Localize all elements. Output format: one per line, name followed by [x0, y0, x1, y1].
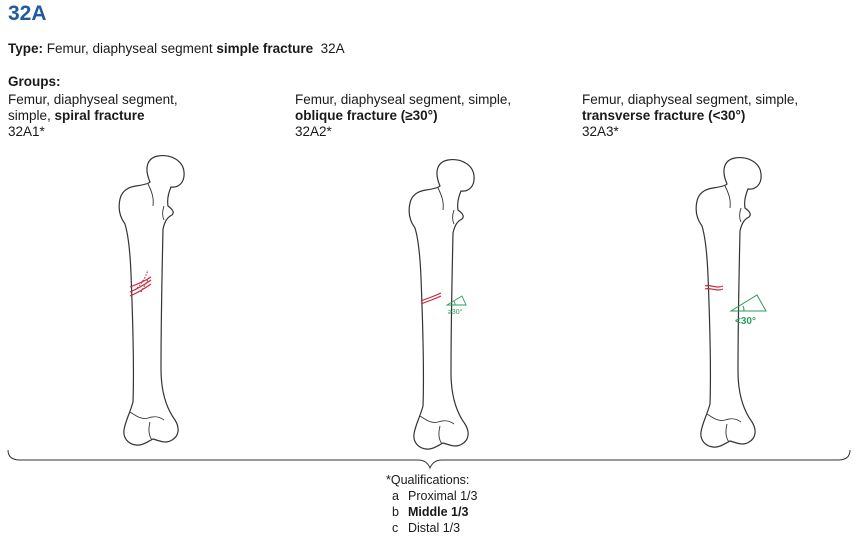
groups-label: Groups: [8, 74, 61, 89]
qualification-distal: c Distal 1/3 [386, 520, 477, 536]
femur-spiral [118, 155, 185, 446]
qualification-letter: a [392, 489, 399, 503]
page-title: 32A [8, 2, 47, 25]
femur-transverse [695, 157, 762, 448]
group-transverse-code: 32A3* [582, 124, 619, 139]
type-label: Type: [8, 41, 44, 56]
group-brace [7, 449, 851, 470]
transverse-angle-label: <30° [735, 316, 756, 327]
qualification-letter: c [392, 521, 399, 535]
oblique-angle-label: ≥30° [448, 308, 463, 316]
group-oblique: Femur, diaphyseal segment, simple, obliq… [295, 92, 555, 140]
group-spiral-line2: simple, spiral fracture [8, 108, 268, 124]
group-spiral-code: 32A1* [8, 124, 45, 139]
qualification-middle: b Middle 1/3 [386, 504, 477, 520]
group-spiral-line1: Femur, diaphyseal segment, [8, 92, 178, 107]
group-oblique-line1: Femur, diaphyseal segment, simple, [295, 92, 512, 107]
type-line: Type: Femur, diaphyseal segment simple f… [8, 41, 345, 56]
spiral-fracture-line [129, 269, 152, 297]
qualification-label: Proximal 1/3 [408, 489, 478, 503]
femur-oblique [408, 159, 475, 450]
type-text: Femur, diaphyseal segment [43, 41, 217, 56]
group-oblique-code: 32A2* [295, 124, 332, 139]
transverse-angle-icon [729, 294, 767, 312]
type-code: 32A [313, 41, 345, 56]
qualification-label: Middle 1/3 [408, 505, 469, 519]
group-spiral-prefix: simple, [8, 108, 55, 123]
group-transverse-line2: transverse fracture (<30°) [582, 108, 842, 124]
group-transverse: Femur, diaphyseal segment, simple, trans… [582, 92, 842, 140]
qualification-proximal: a Proximal 1/3 [386, 488, 477, 504]
qualification-label: Distal 1/3 [408, 521, 461, 535]
group-spiral-bold: spiral fracture [54, 108, 145, 123]
qualification-letter: b [392, 505, 399, 519]
qualifications: *Qualifications: a Proximal 1/3 b Middle 1… [386, 472, 477, 536]
group-oblique-bold: oblique fracture (≥30°) [295, 108, 438, 123]
oblique-fracture-line [420, 292, 442, 305]
qualifications-title: *Qualifications: [386, 473, 470, 487]
group-spiral: Femur, diaphyseal segment, simple, spira… [8, 92, 268, 140]
group-transverse-bold: transverse fracture (<30°) [582, 108, 746, 123]
group-oblique-line2: oblique fracture (≥30°) [295, 108, 555, 124]
oblique-angle-icon [445, 295, 467, 306]
transverse-fracture-line [704, 284, 724, 291]
type-bold: simple fracture [216, 41, 314, 56]
group-transverse-line1: Femur, diaphyseal segment, simple, [582, 92, 799, 107]
